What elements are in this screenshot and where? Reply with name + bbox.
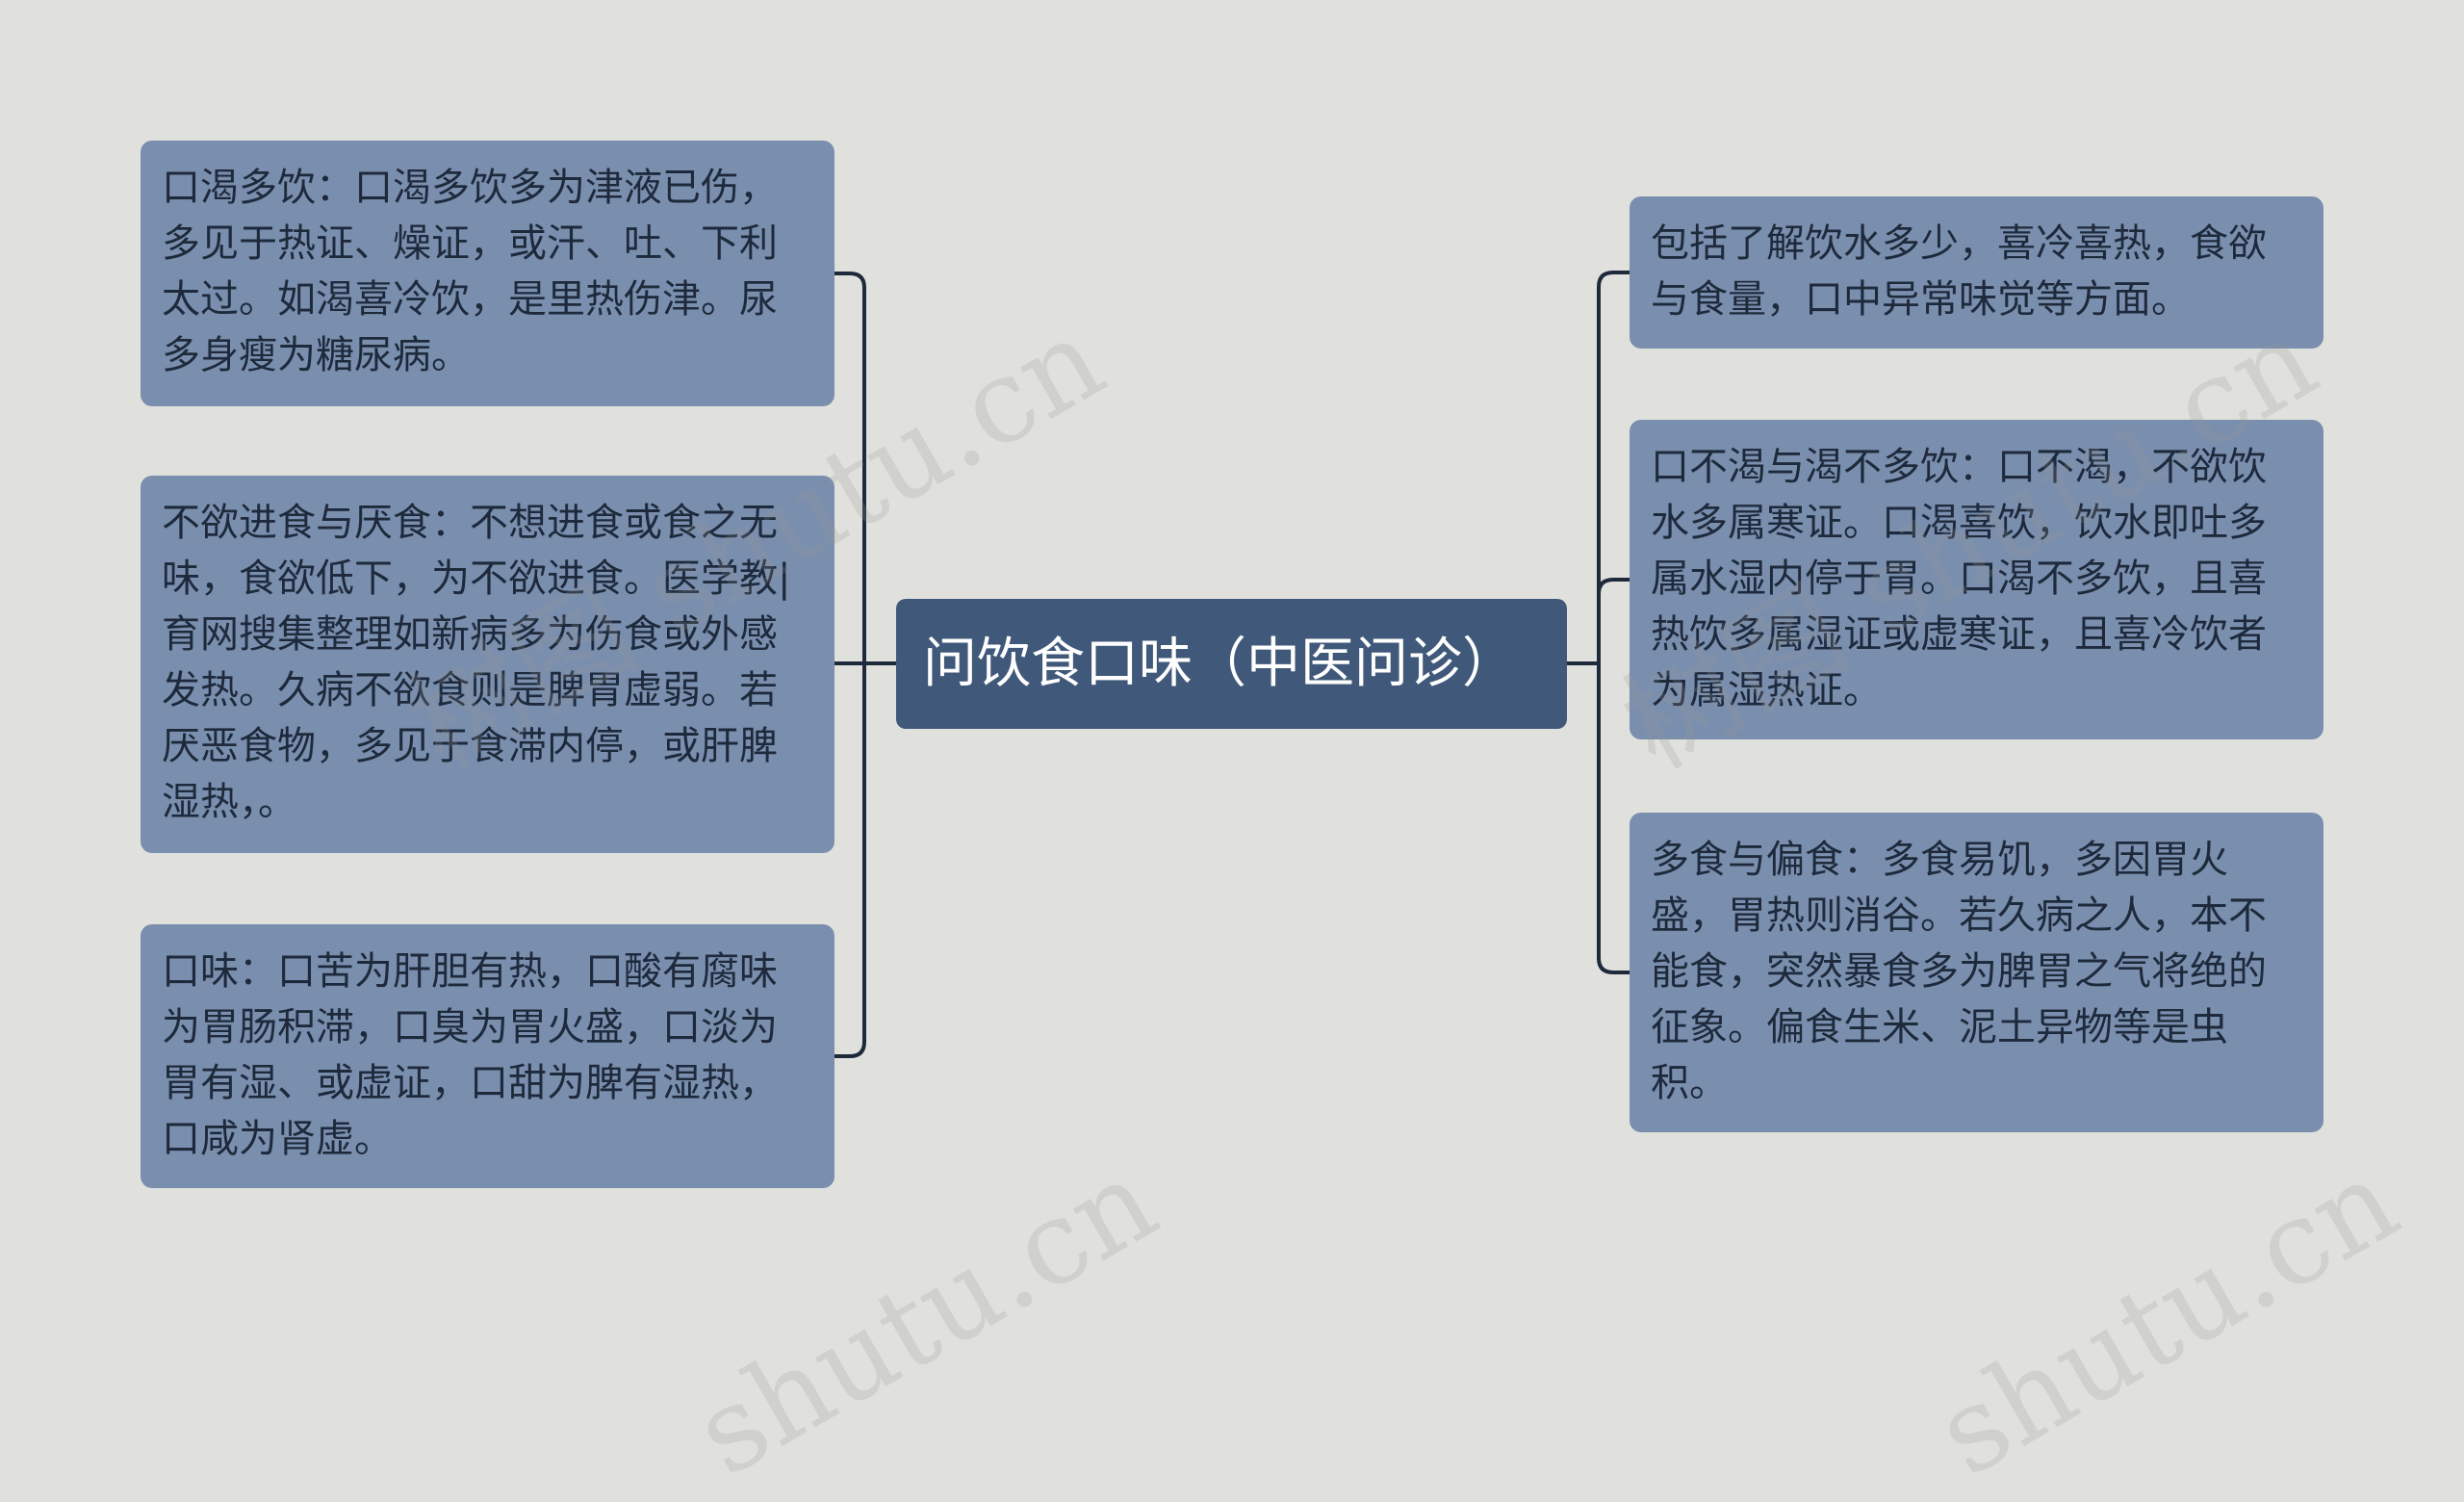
right-node-no-thirst: 口不渴与渴不多饮：口不渴，不欲饮水多属寒证。口渴喜饮，饮水即吐多属水湿内停于胃。… <box>1630 420 2323 739</box>
left-node-taste: 口味：口苦为肝胆有热，口酸有腐味为胃肠积滞，口臭为胃火盛，口淡为胃有湿、或虚证，… <box>141 924 834 1188</box>
center-topic-node: 问饮食口味（中医问诊） <box>896 599 1567 729</box>
right-connector-branch-bottom <box>1597 661 1631 974</box>
connector-lines <box>833 271 1631 1058</box>
left-connector-branch-bottom <box>833 661 866 1058</box>
left-node-appetite: 不欲进食与厌食：不想进食或食之无味，食欲低下，为不欲进食。医学教|育网搜集整理如… <box>141 476 834 853</box>
left-connector-branch-top <box>833 272 866 665</box>
right-connector-branch-top <box>1597 271 1631 665</box>
right-node-overeating: 多食与偏食：多食易饥，多因胃火盛，胃热则消谷。若久病之人，本不能食，突然暴食多为… <box>1630 813 2323 1132</box>
right-connector-branch-middle <box>1597 578 1631 665</box>
left-node-thirst: 口渴多饮：口渴多饮多为津液已伤，多见于热证、燥证，或汗、吐、下利太过。如渴喜冷饮… <box>141 141 834 406</box>
right-node-overview: 包括了解饮水多少，喜冷喜热，食欲与食量，口中异常味觉等方面。 <box>1630 196 2323 349</box>
